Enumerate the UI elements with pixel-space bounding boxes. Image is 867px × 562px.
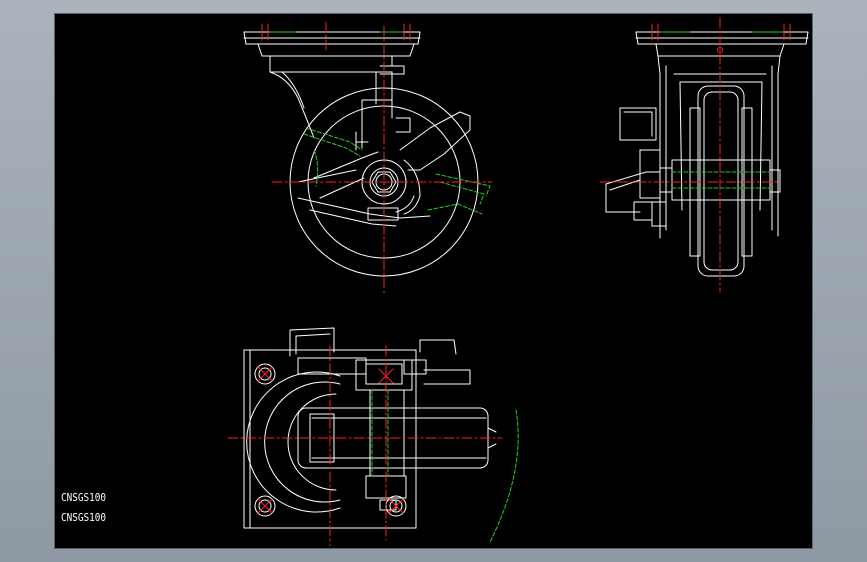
end-view <box>599 17 809 293</box>
part-code-label-2: CNSGS100 <box>61 511 107 524</box>
top-view <box>227 327 519 547</box>
part-code-label-1: CNSGS100 <box>61 491 107 504</box>
side-view <box>243 21 493 297</box>
